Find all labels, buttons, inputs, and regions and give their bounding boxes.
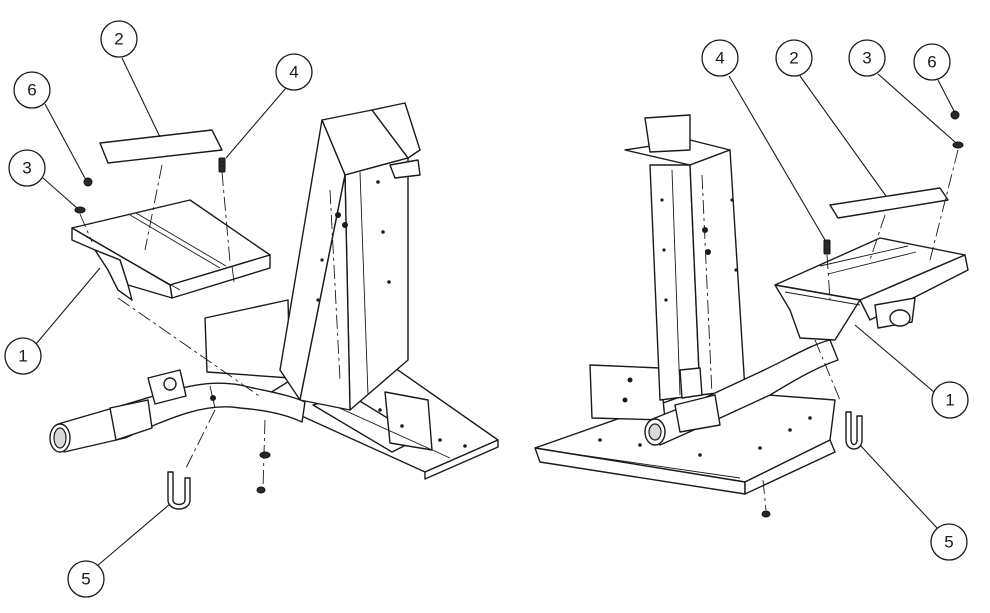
balloon-label: 5 [944, 533, 953, 552]
right-tube-arm [644, 339, 839, 446]
balloon-label: 2 [789, 49, 798, 68]
right-nut [950, 110, 960, 120]
left-bolt [218, 157, 226, 173]
left-bottom-nut [256, 486, 266, 494]
right-view [534, 110, 969, 518]
balloon-label: 6 [927, 53, 936, 72]
right-base-plate [534, 364, 836, 495]
balloon-label: 5 [81, 570, 90, 589]
balloon-right-5 [930, 523, 968, 561]
balloon-label: 4 [289, 63, 298, 82]
left-label-sticker [99, 129, 223, 164]
balloon-label: 1 [18, 347, 27, 366]
balloon-right-2 [775, 39, 813, 77]
right-u-bolt [845, 411, 863, 450]
right-bolt [823, 239, 831, 255]
balloon-label: 3 [22, 159, 31, 178]
balloon-left-2 [100, 20, 138, 58]
left-u-bolt [167, 471, 191, 510]
balloon-right-1 [931, 381, 969, 419]
left-tube-arm [49, 369, 306, 453]
right-tray [774, 237, 969, 341]
balloon-label: 6 [27, 81, 36, 100]
left-tray [71, 199, 271, 301]
balloon-label: 1 [945, 391, 954, 410]
balloon-right-4 [701, 39, 739, 77]
left-column-post [279, 102, 421, 411]
right-bottom-nut [761, 510, 771, 518]
balloon-left-4 [275, 53, 313, 91]
balloon-left-1 [4, 337, 42, 375]
balloon-left-6 [13, 71, 51, 109]
left-washer [74, 206, 86, 214]
left-bottom-washer [259, 451, 271, 459]
balloon-right-3 [848, 39, 886, 77]
balloon-label: 2 [114, 30, 123, 49]
right-column-post [624, 114, 746, 401]
balloon-label: 4 [715, 49, 724, 68]
right-label-sticker [829, 187, 949, 219]
left-view [49, 102, 499, 510]
balloon-left-5 [67, 560, 105, 598]
balloon-left-3 [8, 149, 46, 187]
balloon-right-6 [913, 43, 951, 81]
right-washer [952, 141, 964, 149]
balloon-label: 3 [862, 49, 871, 68]
balloon-callouts: 2 6 4 3 1 5 4 2 3 6 [4, 20, 969, 598]
